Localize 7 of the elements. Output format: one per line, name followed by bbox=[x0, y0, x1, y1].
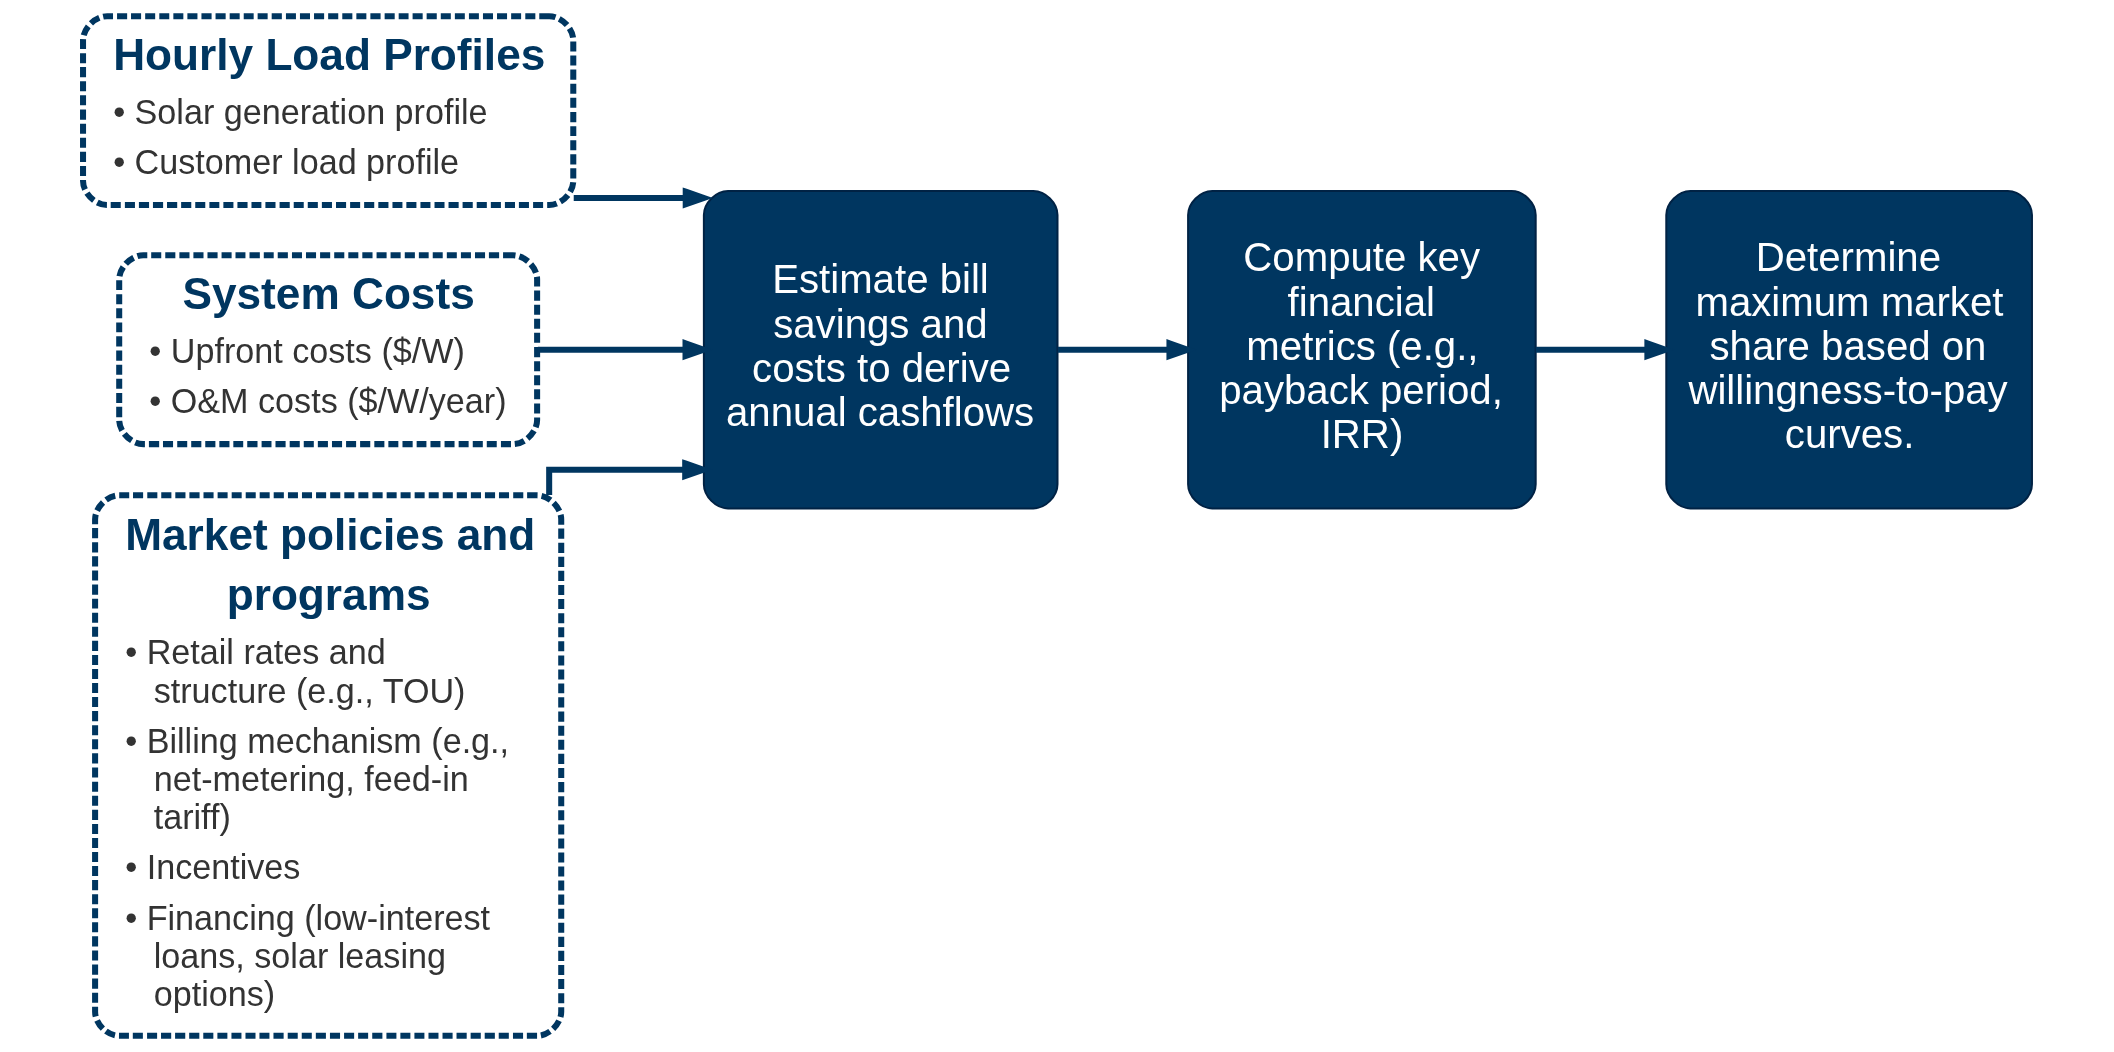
node-box: System Costs • Upfront costs ($/W) • O&M costs ($/W/year) bbox=[115, 252, 540, 448]
node-box: Hourly Load Profiles • Solar generation profile • Customer load profile bbox=[79, 13, 576, 209]
node-box: Estimate bill savings and costs to derive annual cashflows bbox=[702, 189, 1058, 510]
arrow bbox=[573, 187, 713, 209]
node-box: Market policies and programs • Retail rates and structure (e.g., TOU) • Billing mechanism (e.g., net-metering, feed-in tariff) • Incentives • Financing (low-interest loans, solar leasing options) bbox=[91, 492, 564, 1039]
node-box: Compute key financial metrics (e.g., payback period, IRR) bbox=[1186, 189, 1537, 510]
node-box: Determine maximum market share based on willingness-to-pay curves. bbox=[1664, 189, 2033, 510]
